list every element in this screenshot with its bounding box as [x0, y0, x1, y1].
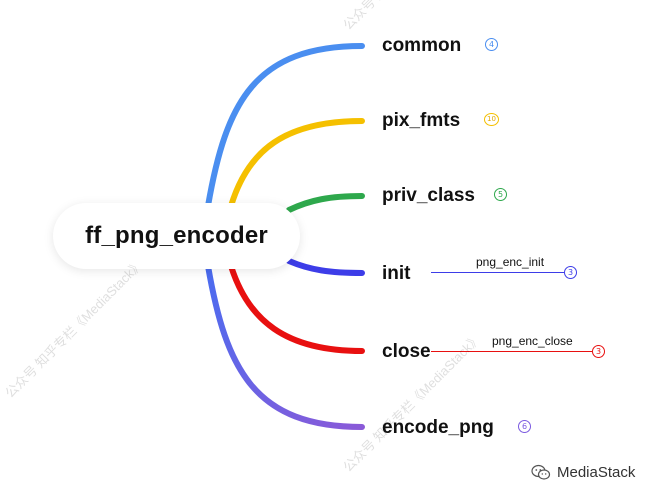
branch-init[interactable]: init: [382, 263, 411, 284]
branch-priv-class-count-badge[interactable]: 5: [494, 188, 507, 201]
connector-common: [205, 43, 365, 209]
branch-common[interactable]: common: [382, 35, 462, 56]
connector-close: [228, 263, 365, 354]
connector-encode-png: [205, 263, 365, 430]
init-sub-node-label[interactable]: png_enc_init: [476, 255, 545, 269]
chat-bubbles-icon: [531, 464, 551, 480]
close-sub-node-count-badge[interactable]: 3: [592, 345, 605, 358]
close-sub-node-label[interactable]: png_enc_close: [492, 334, 573, 348]
branch-pix-fmts-count-badge[interactable]: 10: [484, 113, 499, 126]
brand-text: MediaStack: [557, 464, 636, 481]
connector-pix-fmts: [228, 118, 365, 209]
branch-priv-class[interactable]: priv_class: [382, 185, 475, 206]
init-sub-node-line: [431, 272, 564, 273]
branch-encode-png[interactable]: encode_png: [382, 417, 494, 438]
branch-encode-png-count-badge[interactable]: 6: [518, 420, 531, 433]
branch-close[interactable]: close: [382, 341, 431, 362]
root-node[interactable]: ff_png_encoder: [53, 203, 300, 269]
connector-priv-class: [286, 193, 365, 213]
brand-mark: MediaStack: [531, 464, 635, 481]
connector-init: [286, 258, 365, 276]
init-sub-node-count-badge[interactable]: 3: [564, 266, 577, 279]
branch-pix-fmts[interactable]: pix_fmts: [382, 110, 461, 131]
close-sub-node-line: [431, 351, 592, 352]
root-node-label: ff_png_encoder: [85, 222, 268, 249]
branch-common-count-badge[interactable]: 4: [485, 38, 498, 51]
